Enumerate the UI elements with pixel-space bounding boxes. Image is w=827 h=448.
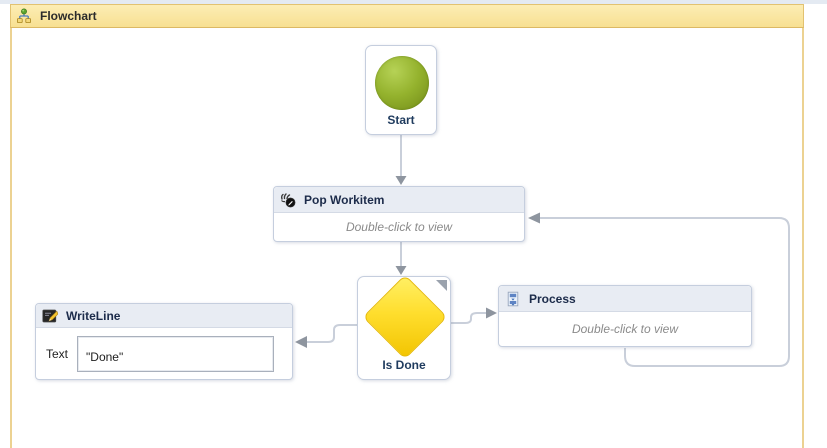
pop-workitem-title: Pop Workitem [304, 192, 385, 207]
pop-workitem-header[interactable]: Pop Workitem [274, 187, 524, 213]
process-hint[interactable]: Double-click to view [571, 322, 679, 336]
flowchart-header[interactable]: Flowchart [10, 4, 804, 28]
writeline-header[interactable]: WriteLine [36, 304, 292, 328]
flowchart-border-left [10, 28, 12, 448]
connector-popworkitem-to-decision[interactable] [395, 242, 407, 275]
sequence-icon [507, 291, 519, 306]
start-node[interactable]: Start [365, 45, 437, 135]
connector-decision-to-process[interactable] [451, 307, 497, 324]
connector-decision-to-writeline[interactable] [295, 324, 357, 348]
is-done-label: Is Done [382, 358, 426, 372]
flowchart-border-right [802, 28, 804, 448]
process-title: Process [529, 291, 576, 306]
connector-start-to-popworkitem[interactable] [395, 135, 407, 185]
writeline-text-input[interactable] [77, 336, 275, 372]
writeline-title: WriteLine [66, 308, 121, 323]
pop-workitem-hint[interactable]: Double-click to view [345, 220, 453, 234]
invoke-edit-icon [280, 192, 296, 207]
process-header[interactable]: Process [499, 286, 751, 312]
process-activity[interactable]: Process Double-click to view [498, 285, 752, 347]
start-label: Start [387, 113, 415, 127]
writeline-body: Text [36, 328, 292, 380]
writeline-activity[interactable]: WriteLine Text [35, 303, 293, 380]
top-strip [0, 0, 827, 4]
flowchart-icon [16, 8, 32, 24]
writeline-text-label: Text [46, 347, 69, 361]
connector-process-to-popworkitem-loop[interactable] [528, 212, 790, 367]
flowchart-title: Flowchart [40, 8, 97, 23]
writeline-pencil-icon [42, 309, 58, 322]
pop-workitem-activity[interactable]: Pop Workitem Double-click to view [273, 186, 525, 242]
decision-diamond-icon [362, 274, 448, 360]
collapse-corner-icon [436, 280, 447, 291]
start-circle-icon [375, 56, 429, 110]
is-done-decision-node[interactable]: Is Done [357, 274, 451, 380]
